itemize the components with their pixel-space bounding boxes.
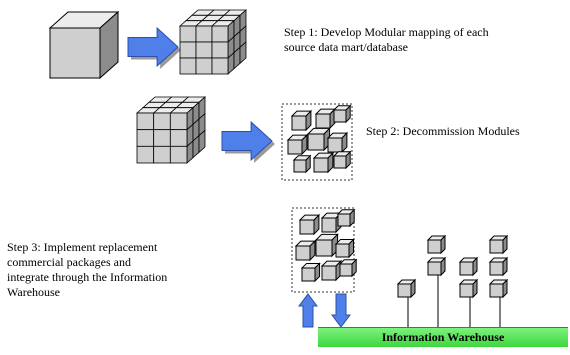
single-cube-icon	[48, 10, 120, 80]
module-block-icon	[488, 256, 509, 277]
up-arrow-icon	[298, 293, 318, 328]
module-block-icon	[426, 234, 447, 255]
step1-text: Step 1: Develop Modular mapping of each …	[284, 25, 489, 55]
modular-cube-icon	[135, 96, 207, 164]
down-arrow-icon	[331, 293, 351, 328]
module-block-icon	[426, 256, 447, 277]
module-block-icon	[458, 256, 479, 277]
step2-text: Step 2: Decommission Modules	[366, 124, 520, 138]
step1-line1: Step 1: Develop Modular mapping of each	[284, 25, 489, 39]
step3-text: Step 3: Implement replacement commercial…	[7, 240, 167, 300]
information-warehouse-label: Information Warehouse	[381, 330, 505, 344]
module-stems	[407, 274, 501, 327]
modular-cube-icon	[178, 9, 248, 75]
step3-line2: commercial packages and	[7, 255, 131, 269]
step3-line1: Step 3: Implement replacement	[7, 240, 158, 254]
right-arrow-icon	[221, 120, 275, 163]
step3-line4: Warehouse	[7, 285, 61, 299]
module-block-icon	[458, 278, 479, 299]
step1-line2: source data mart/database	[284, 40, 408, 54]
information-warehouse-bar	[318, 327, 568, 347]
step3-line3: integrate through the Information	[7, 270, 168, 284]
right-arrow-icon	[127, 26, 181, 69]
module-block-icon	[488, 234, 509, 255]
module-block-icon	[396, 278, 417, 299]
module-block-icon	[488, 278, 509, 299]
decommissioned-cube-icon	[281, 103, 353, 181]
decommissioned-cube-icon	[291, 207, 358, 293]
